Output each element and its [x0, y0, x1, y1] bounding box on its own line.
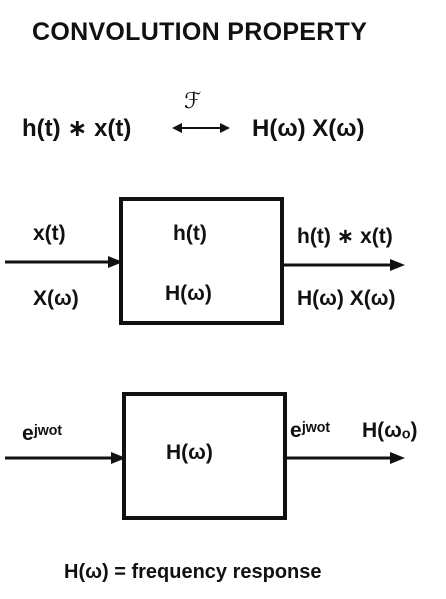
eigenvalue-label: H(ωₒ): [362, 419, 418, 442]
output-signal-freq-label: H(ω) X(ω): [297, 287, 396, 310]
impulse-response-label: h(t): [173, 222, 207, 245]
equation-time-domain: h(t) ∗ x(t): [22, 115, 132, 142]
page-title: CONVOLUTION PROPERTY: [32, 18, 368, 46]
caption: H(ω) = frequency response: [64, 561, 322, 583]
input-signal-freq-label: X(ω): [33, 287, 79, 310]
output-arrow-top: [282, 259, 405, 271]
fourier-transform-symbol: ℱ: [184, 89, 202, 114]
system-box-top: [119, 197, 284, 325]
output-signal-time-label: h(t) ∗ x(t): [297, 225, 393, 248]
equation-frequency-domain: H(ω) X(ω): [252, 115, 365, 142]
system-box-bottom: [122, 392, 287, 520]
frequency-response-label: H(ω): [165, 282, 212, 305]
system-frequency-response-label: H(ω): [166, 441, 213, 464]
input-arrow-bottom: [5, 452, 126, 464]
complex-exponential-input-label: eʲʷᵒᵗ: [22, 422, 62, 445]
double-arrow-icon: [172, 123, 230, 133]
input-arrow-top: [5, 256, 123, 268]
output-arrow-bottom: [285, 452, 405, 464]
input-signal-time-label: x(t): [33, 222, 66, 245]
complex-exponential-output-label: eʲʷᵒᵗ: [290, 419, 330, 442]
